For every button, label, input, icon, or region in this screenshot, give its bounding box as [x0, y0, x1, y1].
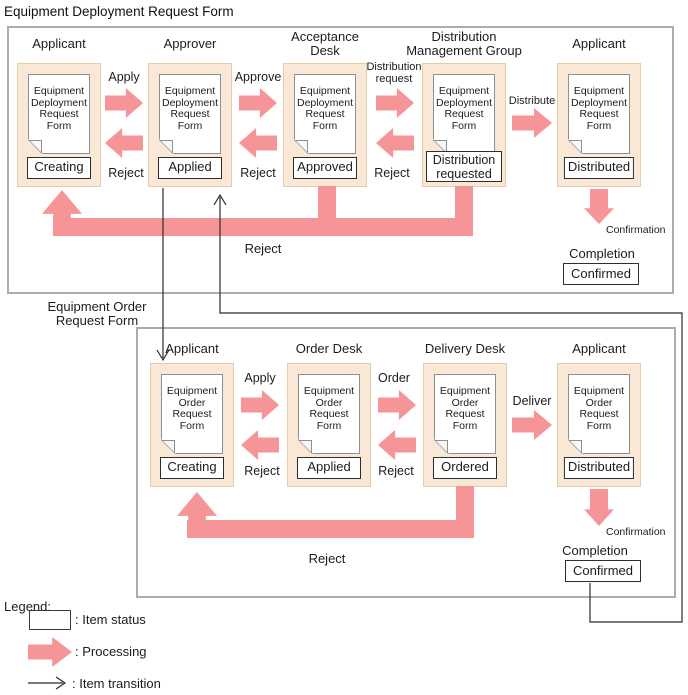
status-box: Applied [158, 157, 222, 179]
diagram1-title: Equipment Deployment Request Form [4, 4, 234, 19]
document-title: Equipment Deployment Request Form [30, 85, 88, 132]
arrowhead-right-icon [55, 676, 67, 690]
status-box: Creating [27, 157, 91, 179]
big-reject-label: Reject [244, 241, 282, 256]
document-icon: Equipment Deployment Request Form [159, 74, 221, 154]
page-fold-icon [570, 141, 581, 152]
reject-label: Reject [240, 166, 276, 180]
confirmation-label: Confirmation [606, 224, 666, 236]
document-title: Equipment Deployment Request Form [296, 85, 354, 132]
flow-label-distribute: Distribute [508, 95, 556, 107]
status-box: Ordered [433, 457, 497, 479]
page-fold-icon [30, 141, 41, 152]
order-form-link-label: Equipment Order Request Form [47, 299, 147, 328]
document-icon: Equipment Deployment Request Form [294, 74, 356, 154]
role-card-distributed: Equipment Order Request Form Distributed [557, 363, 641, 487]
column-header-order-desk: Order Desk [295, 341, 363, 356]
document-title: Equipment Deployment Request Form [570, 85, 628, 132]
column-header-applicant: Applicant [572, 36, 626, 51]
page-fold-icon [435, 141, 446, 152]
column-header-applicant: Applicant [165, 341, 219, 356]
document-title: Equipment Order Request Form [303, 385, 355, 432]
confirmation-label: Confirmation [606, 526, 666, 538]
completion-label: Completion [569, 246, 635, 261]
column-header-distribution-group: Distribution Management Group [406, 29, 522, 58]
flow-label-apply: Apply [244, 371, 276, 385]
status-box: Creating [160, 457, 224, 479]
completion-label: Completion [562, 543, 628, 558]
document-title: Equipment Order Request Form [166, 385, 218, 432]
reject-path-bar [53, 218, 473, 236]
document-title: Equipment Order Request Form [439, 385, 491, 432]
role-card-applied: Equipment Deployment Request Form Applie… [148, 63, 232, 187]
page-fold-icon [163, 441, 174, 452]
document-icon: Equipment Order Request Form [568, 374, 630, 454]
page-fold-icon [161, 141, 172, 152]
legend-item-transition-label: : Item transition [72, 676, 161, 691]
status-box: Approved [293, 157, 357, 179]
flow-label-order: Order [378, 371, 410, 385]
page-fold-icon [296, 141, 307, 152]
document-title: Equipment Deployment Request Form [435, 85, 493, 132]
document-icon: Equipment Order Request Form [434, 374, 496, 454]
legend-processing-label: : Processing [75, 644, 147, 659]
column-header-applicant: Applicant [32, 36, 86, 51]
document-icon: Equipment Deployment Request Form [28, 74, 90, 154]
document-icon: Equipment Order Request Form [298, 374, 360, 454]
reject-label: Reject [374, 166, 410, 180]
flow-label-deliver: Deliver [512, 394, 552, 408]
column-header-applicant: Applicant [572, 341, 626, 356]
legend-item-status-label: : Item status [75, 612, 146, 627]
column-header-delivery-desk: Delivery Desk [424, 341, 506, 356]
role-card-distributed: Equipment Deployment Request Form Distri… [557, 63, 641, 187]
role-card-distribution-requested: Equipment Deployment Request Form Distri… [422, 63, 506, 187]
reject-label: Reject [244, 464, 280, 478]
confirmed-status-box: Confirmed [565, 560, 641, 582]
reject-path-bar [187, 520, 474, 538]
role-card-approved: Equipment Deployment Request Form Approv… [283, 63, 367, 187]
document-icon: Equipment Deployment Request Form [433, 74, 495, 154]
document-title: Equipment Deployment Request Form [161, 85, 219, 132]
reject-label: Reject [108, 166, 144, 180]
big-reject-label: Reject [308, 551, 346, 566]
document-icon: Equipment Order Request Form [161, 374, 223, 454]
status-box: Distributed [563, 157, 635, 179]
column-header-acceptance-desk: Acceptance Desk [291, 29, 359, 58]
status-box: Applied [297, 457, 361, 479]
role-card-creating: Equipment Deployment Request Form Creati… [17, 63, 101, 187]
reject-label: Reject [378, 464, 414, 478]
document-icon: Equipment Deployment Request Form [568, 74, 630, 154]
flow-label-distribution-request: Distribution request [366, 61, 422, 85]
document-title: Equipment Order Request Form [573, 385, 625, 432]
column-header-approver: Approver [163, 36, 217, 51]
legend-processing-arrow-icon [28, 637, 72, 667]
status-box: Distributed [563, 457, 635, 479]
flow-label-approve: Approve [234, 70, 282, 84]
legend-item-status-swatch [29, 610, 71, 630]
confirmed-status-box: Confirmed [563, 263, 639, 285]
flow-label-apply: Apply [108, 70, 140, 84]
status-box: Distribution requested [426, 151, 502, 182]
